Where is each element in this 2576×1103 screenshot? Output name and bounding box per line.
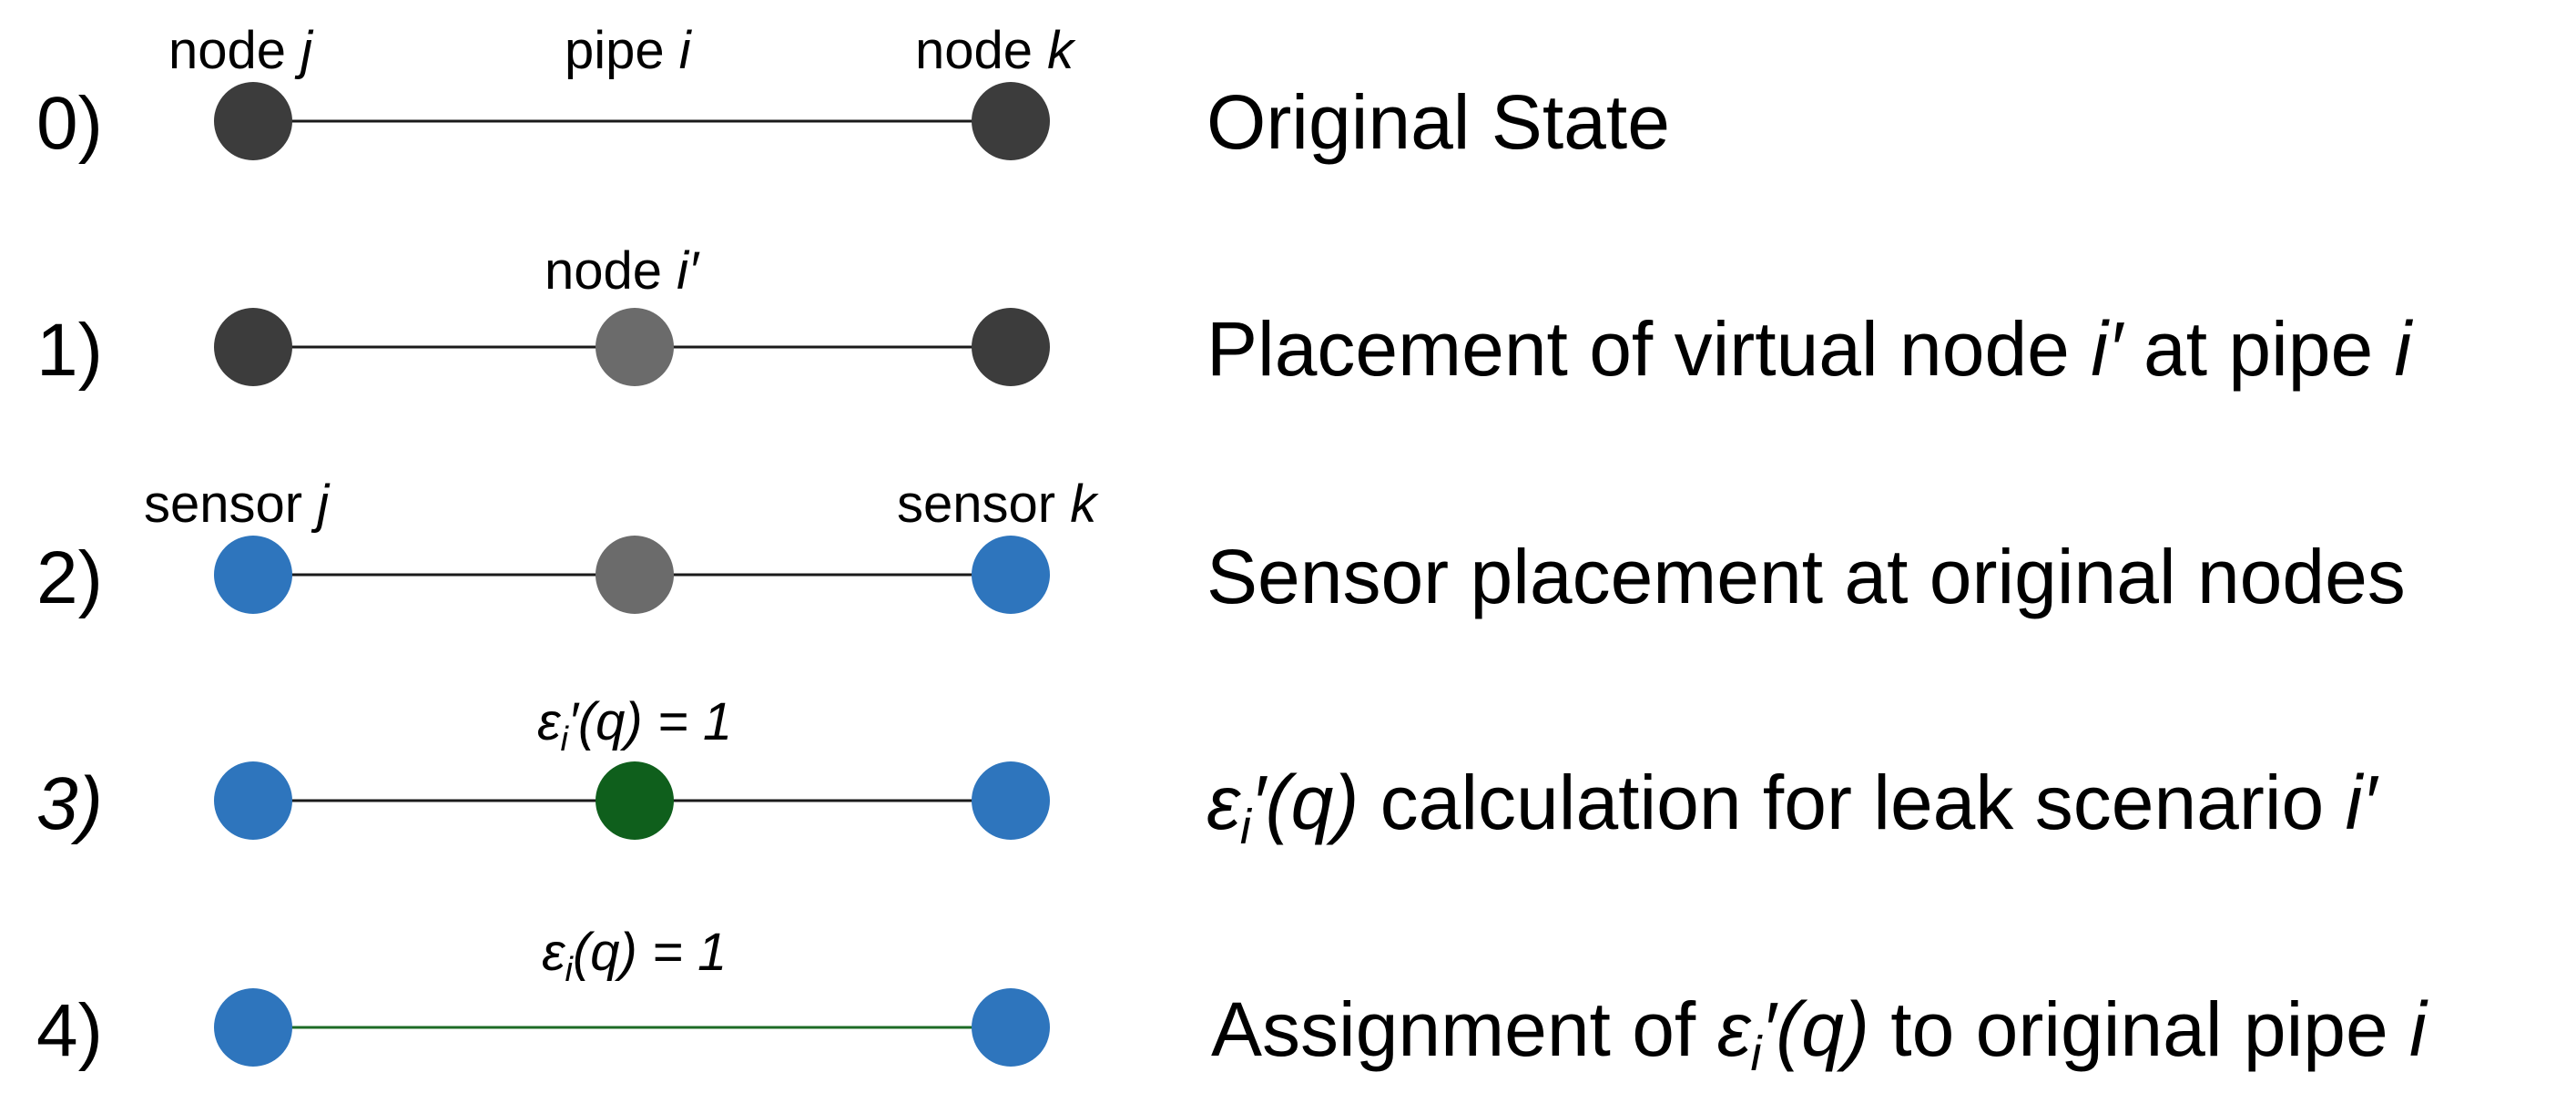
step-1-number: 1)	[36, 309, 103, 392]
sensor-k	[972, 536, 1050, 614]
step-4: 4) εi(q) = 1 Assignment of εi′(q) to ori…	[36, 923, 2428, 1081]
label-pipe-i: pipe i	[565, 21, 693, 80]
label-sensor-j: sensor j	[144, 475, 331, 534]
node-j	[214, 308, 292, 386]
step-2: 2) sensor j sensor k Sensor placement at…	[36, 475, 2406, 619]
label-node-i-prime: node i′	[545, 241, 700, 301]
virtual-node-i-prime	[596, 536, 674, 614]
label-epsilon-prime: εi′(q) = 1	[537, 692, 732, 759]
step-0: 0) node j pipe i node k Original State	[36, 21, 1670, 165]
step-1-description: Placement of virtual node i′ at pipe i	[1207, 306, 2414, 392]
label-node-j: node j	[168, 21, 314, 80]
label-node-k: node k	[915, 21, 1076, 80]
node-k	[972, 82, 1050, 160]
step-3: 3) εi′(q) = 1 εi′(q) calculation for lea…	[36, 692, 2379, 854]
step-2-description: Sensor placement at original nodes	[1207, 534, 2406, 619]
sensor-j	[214, 988, 292, 1067]
virtual-node-i-prime	[596, 308, 674, 386]
sensor-j	[214, 536, 292, 614]
node-j	[214, 82, 292, 160]
step-3-number: 3)	[36, 762, 103, 845]
label-sensor-k: sensor k	[897, 475, 1099, 534]
step-3-description: εi′(q) calculation for leak scenario i′	[1207, 760, 2379, 854]
step-0-description: Original State	[1207, 79, 1670, 165]
label-epsilon: εi(q) = 1	[542, 923, 727, 989]
leak-node-i-prime	[596, 761, 674, 840]
sensor-k	[972, 988, 1050, 1067]
step-2-number: 2)	[36, 536, 103, 619]
sensor-k	[972, 761, 1050, 840]
step-0-number: 0)	[36, 82, 103, 165]
node-k	[972, 308, 1050, 386]
step-4-number: 4)	[36, 989, 103, 1072]
sensor-j	[214, 761, 292, 840]
step-1: 1) node i′ Placement of virtual node i′ …	[36, 241, 2414, 392]
step-4-description: Assignment of εi′(q) to original pipe i	[1211, 986, 2428, 1081]
